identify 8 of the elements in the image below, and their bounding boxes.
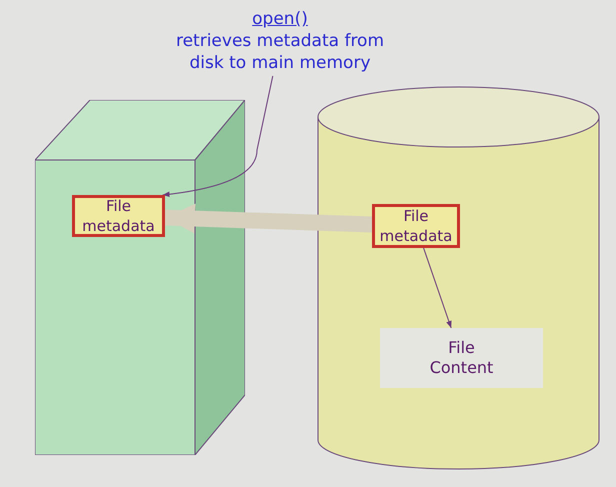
content-block: File Content: [380, 328, 543, 388]
metadata-box: File metadata: [72, 195, 165, 237]
metadata-box: File metadata: [372, 204, 460, 248]
function-name: open(): [252, 8, 308, 30]
arrow: [162, 76, 274, 197]
wide-arrow: [164, 204, 372, 234]
annotation-text: retrieves metadata from disk to main memory: [174, 30, 386, 74]
arrow: [423, 248, 452, 328]
